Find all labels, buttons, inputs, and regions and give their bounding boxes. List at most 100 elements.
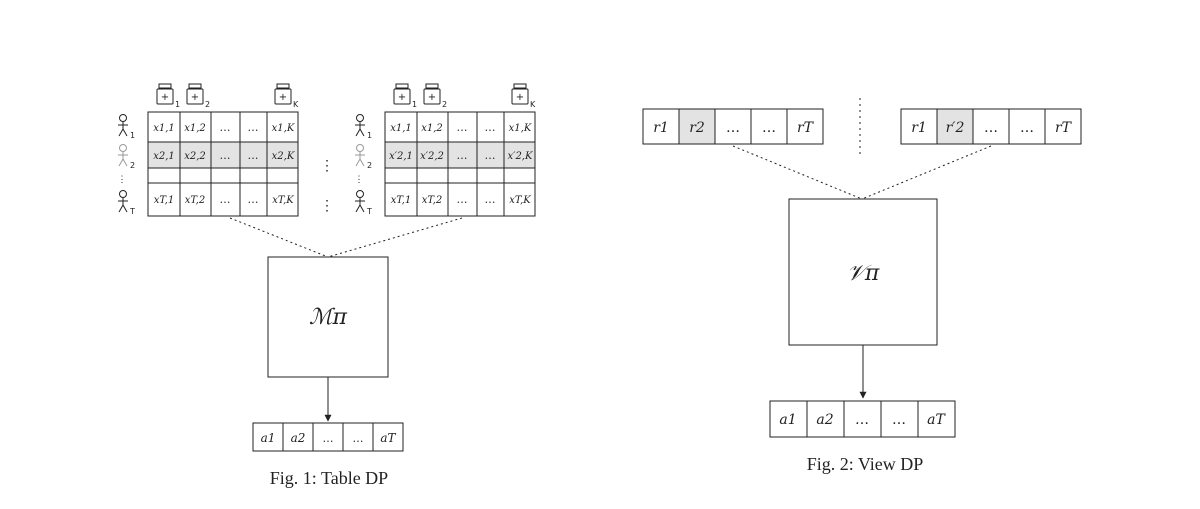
cell-dots-right: … bbox=[457, 149, 468, 162]
pill-bottle-icon: + bbox=[274, 83, 292, 105]
svg-text:+: + bbox=[191, 92, 199, 103]
cell-x2k-left: x2,K bbox=[272, 151, 295, 162]
row-sub-t-right: T bbox=[366, 207, 372, 216]
col-sub-k-right: K bbox=[530, 100, 536, 109]
view-r2-prime-right: r′2 bbox=[946, 120, 965, 136]
cell-dots-right: … bbox=[485, 149, 496, 162]
svg-text:+: + bbox=[428, 92, 436, 103]
figure-caption: Fig. 1: Table DP bbox=[270, 468, 388, 488]
output-row: a1 a2 … … aT bbox=[769, 400, 956, 438]
figure-table-dp: x1,1 x1,2 … … x1,K x2,1 x2,2 … … x2,K xT… bbox=[118, 83, 536, 488]
cell-x22-prime-right: x′2,2 bbox=[420, 151, 444, 162]
person-icon bbox=[118, 114, 128, 137]
row-sub-t-left: T bbox=[129, 207, 135, 216]
cell-x22-left: x2,2 bbox=[184, 151, 206, 162]
pill-bottle-icon: + bbox=[423, 83, 441, 105]
view-dots-left: … bbox=[726, 120, 740, 136]
person-icon bbox=[355, 190, 365, 213]
output-a1: a1 bbox=[779, 412, 796, 428]
col-sub-k-left: K bbox=[293, 100, 299, 109]
cell-dots-right: … bbox=[485, 193, 496, 206]
cell-dots-left: … bbox=[220, 149, 231, 162]
vertical-dots-left: ⋮ bbox=[118, 175, 127, 185]
output-at: aT bbox=[380, 431, 396, 445]
pill-bottle-icon: + bbox=[186, 83, 204, 105]
person-icon bbox=[355, 144, 365, 167]
vertical-dots-separator: ⋮ bbox=[320, 158, 334, 174]
cell-x12-left: x1,2 bbox=[184, 123, 206, 134]
view-r2-left: r2 bbox=[689, 120, 705, 136]
svg-text:+: + bbox=[398, 92, 406, 103]
mechanism-label: ℳπ bbox=[309, 305, 348, 330]
cell-dots-left: … bbox=[248, 121, 259, 134]
row-sub-2-right: 2 bbox=[367, 161, 372, 170]
svg-text:+: + bbox=[161, 92, 169, 103]
view-dots-left: … bbox=[762, 120, 776, 136]
figure-caption: Fig. 2: View DP bbox=[807, 454, 924, 474]
dotted-connector-left bbox=[229, 217, 329, 258]
person-icon bbox=[118, 144, 128, 167]
cell-x1k-right: x1,K bbox=[509, 123, 532, 134]
figure-view-dp: r1 r2 … … rT r1 r′2 … … rT bbox=[642, 98, 1082, 474]
output-dots: … bbox=[892, 412, 906, 428]
output-dots: … bbox=[353, 432, 364, 445]
cell-dots-right: … bbox=[485, 121, 496, 134]
cell-dots-left: … bbox=[248, 193, 259, 206]
view-row-right: r1 r′2 … … rT bbox=[900, 108, 1082, 145]
cell-xt2-left: xT,2 bbox=[185, 195, 205, 206]
view-dots-right: … bbox=[984, 120, 998, 136]
view-rt-right: rT bbox=[1055, 120, 1073, 136]
col-sub-1-left: 1 bbox=[175, 100, 180, 109]
mechanism-box bbox=[788, 198, 938, 346]
pill-bottle-icon: + bbox=[156, 83, 174, 105]
pill-bottle-icon: + bbox=[511, 83, 529, 105]
vertical-dots-separator: ⋮ bbox=[320, 198, 334, 214]
row-sub-1-right: 1 bbox=[367, 131, 372, 140]
view-dots-right: … bbox=[1020, 120, 1034, 136]
cell-dots-left: … bbox=[248, 149, 259, 162]
mechanism-label: 𝒱π bbox=[847, 261, 880, 286]
col-sub-1-right: 1 bbox=[412, 100, 417, 109]
cell-dots-left: … bbox=[220, 121, 231, 134]
cell-xt2-right: xT,2 bbox=[422, 195, 442, 206]
cell-xt1-right: xT,1 bbox=[391, 195, 411, 206]
output-dots: … bbox=[855, 412, 869, 428]
cell-dots-right: … bbox=[457, 121, 468, 134]
col-sub-2-right: 2 bbox=[442, 100, 447, 109]
pill-bottle-icon: + bbox=[393, 83, 411, 105]
dotted-connector-left bbox=[732, 145, 863, 200]
cell-x21-prime-right: x′2,1 bbox=[389, 151, 413, 162]
output-at: aT bbox=[927, 412, 946, 428]
cell-x12-right: x1,2 bbox=[421, 123, 443, 134]
person-icon bbox=[355, 114, 365, 137]
cell-dots-right: … bbox=[457, 193, 468, 206]
cell-x11-right: x1,1 bbox=[390, 123, 412, 134]
cell-x11-left: x1,1 bbox=[153, 123, 175, 134]
output-row: a1 a2 … … aT bbox=[252, 422, 404, 452]
output-a2: a2 bbox=[291, 431, 306, 445]
table-right: x1,1 x1,2 … … x1,K x′2,1 x′2,2 … … x′2,K… bbox=[384, 111, 536, 217]
dotted-connector-right bbox=[861, 145, 992, 200]
person-icon bbox=[118, 190, 128, 213]
output-a2: a2 bbox=[816, 412, 833, 428]
vertical-dots-right: ⋮ bbox=[355, 175, 364, 185]
row-sub-1-left: 1 bbox=[130, 131, 135, 140]
cell-dots-left: … bbox=[220, 193, 231, 206]
dotted-connector-right bbox=[327, 217, 463, 258]
row-sub-2-left: 2 bbox=[130, 161, 135, 170]
table-left: x1,1 x1,2 … … x1,K x2,1 x2,2 … … x2,K xT… bbox=[147, 111, 299, 217]
cell-x2k-prime-right: x′2,K bbox=[508, 151, 533, 162]
view-r1-left: r1 bbox=[653, 120, 669, 136]
col-sub-2-left: 2 bbox=[205, 100, 210, 109]
view-rt-left: rT bbox=[797, 120, 815, 136]
svg-text:+: + bbox=[516, 92, 524, 103]
view-row-left: r1 r2 … … rT bbox=[642, 108, 824, 145]
cell-x21-left: x2,1 bbox=[153, 151, 175, 162]
cell-xtk-left: xT,K bbox=[272, 195, 294, 206]
view-r1-right: r1 bbox=[911, 120, 927, 136]
svg-text:+: + bbox=[279, 92, 287, 103]
output-dots: … bbox=[323, 432, 334, 445]
cell-xtk-right: xT,K bbox=[509, 195, 531, 206]
